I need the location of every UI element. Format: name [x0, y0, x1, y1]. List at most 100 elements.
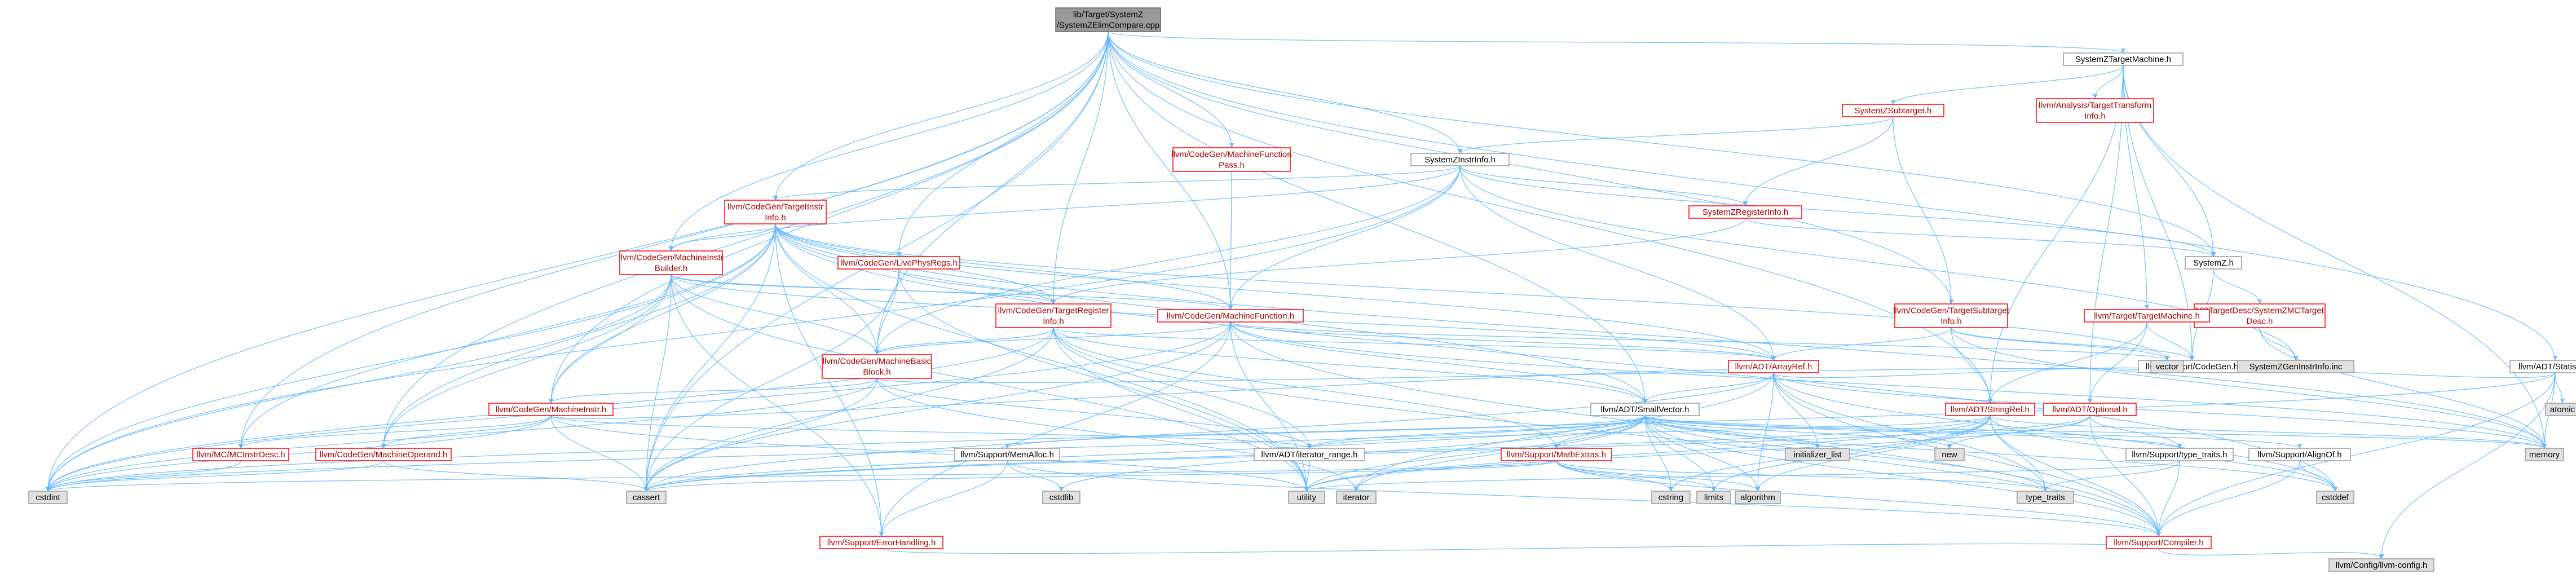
node-label: utility	[1297, 493, 1317, 502]
node-cstdint[interactable]: cstdint	[28, 491, 68, 504]
node-MachineOperand[interactable]: llvm/CodeGen/MachineOperand.h	[315, 448, 452, 461]
edge-MachineInstr-to-cassert	[550, 415, 649, 492]
edge-SmallVector-to-initializer_list	[1644, 415, 1820, 449]
edge-TargetRegisterInfo-to-iterator_range	[1053, 327, 1312, 449]
edge-ErrorHandling-to-Compiler	[881, 543, 2161, 554]
node-box	[2125, 448, 2234, 461]
node-SmallVector[interactable]: llvm/ADT/SmallVector.h	[1590, 403, 1700, 416]
node-cstring[interactable]: cstring	[1651, 491, 1691, 504]
edge-SystemZRegisterInfo-to-SystemZ	[1745, 218, 2216, 257]
edge-Optional-to-type_traits_h	[2089, 415, 2182, 449]
node-llvm_config[interactable]: llvm/Config/llvm-config.h	[2328, 558, 2434, 572]
node-type_traits[interactable]: type_traits	[2017, 491, 2074, 504]
node-limits[interactable]: limits	[1696, 491, 1731, 504]
node-box	[2316, 491, 2354, 504]
edge-root-to-TargetInstrInfo	[773, 31, 1109, 201]
node-atomic[interactable]: atomic	[2545, 403, 2576, 416]
edge-ArrayRef-to-iterator	[1353, 372, 1774, 492]
node-label: lib/Target/SystemZ	[1073, 10, 1143, 20]
node-label: type_traits	[2026, 493, 2065, 502]
node-box	[1842, 104, 1944, 117]
node-MathExtras[interactable]: llvm/Support/MathExtras.h	[1501, 448, 1612, 461]
node-label: cstdlib	[1049, 493, 1074, 502]
edge-TargetInstrInfo-to-MCInstrDesc	[238, 223, 776, 449]
node-box	[995, 303, 1111, 328]
node-MachineFunction[interactable]: llvm/CodeGen/MachineFunction.h	[1157, 309, 1304, 323]
node-label: llvm/Support/AlignOf.h	[2257, 450, 2341, 460]
edge-TargetInstrInfo-to-MachineBasicBlock	[775, 223, 880, 355]
node-MemAlloc[interactable]: llvm/Support/MemAlloc.h	[954, 448, 1060, 461]
edge-root-to-LivePhysRegs	[896, 31, 1109, 257]
node-cstddef[interactable]: cstddef	[2316, 491, 2354, 504]
edge-SmallVector-to-AlignOf	[1644, 415, 2302, 449]
node-algorithm[interactable]: algorithm	[1735, 491, 1781, 504]
node-ErrorHandling[interactable]: llvm/Support/ErrorHandling.h	[819, 536, 943, 549]
edge-TargetInstrInfo-to-ArrayRef	[775, 223, 1776, 361]
node-label: llvm/Support/ErrorHandling.h	[827, 538, 936, 548]
edge-MachineFunction-to-ErrorHandling	[879, 321, 1231, 537]
node-cassert[interactable]: cassert	[626, 491, 667, 504]
node-root[interactable]: lib/Target/SystemZ/SystemZElimCompare.cp…	[1055, 7, 1161, 32]
node-GenInstrInfoInc[interactable]: SystemZGenInstrInfo.inc	[2237, 360, 2354, 373]
edge-root-to-MachineOperand	[381, 31, 1109, 449]
edge-TargetSubtargetInfo-to-SupportCodeGen	[1951, 327, 2195, 361]
node-AlignOf[interactable]: llvm/Support/AlignOf.h	[2248, 448, 2351, 461]
node-cstdlib[interactable]: cstdlib	[1042, 491, 1080, 504]
edge-SmallVector-to-cstdint	[45, 415, 1646, 492]
node-label: SystemZ.h	[2193, 258, 2234, 268]
node-ArrayRef[interactable]: llvm/ADT/ArrayRef.h	[1728, 360, 1819, 373]
node-LivePhysRegs[interactable]: llvm/CodeGen/LivePhysRegs.h	[837, 256, 960, 270]
edge-Optional-to-utility	[1304, 415, 2090, 492]
edge-TargetInstrInfo-to-MachineOperand	[381, 223, 776, 449]
edge-LivePhysRegs-to-TargetRegisterInfo	[898, 268, 1056, 305]
node-box	[2328, 558, 2434, 572]
node-box	[1055, 7, 1161, 32]
node-label: llvm/ADT/iterator_range.h	[1261, 450, 1358, 460]
node-SystemZInstrInfo[interactable]: SystemZInstrInfo.h	[1410, 153, 1510, 166]
node-SystemZ[interactable]: SystemZ.h	[2185, 256, 2242, 270]
node-label: initializer_list	[1793, 450, 1842, 460]
node-Statistic[interactable]: llvm/ADT/Statistic.h	[2509, 360, 2576, 373]
edge-Statistic-to-atomic	[2555, 372, 2565, 404]
edge-MachineInstrBuilder-to-cstdint	[45, 274, 672, 492]
node-SystemZTargetMachine[interactable]: SystemZTargetMachine.h	[2063, 52, 2184, 66]
node-box	[819, 536, 943, 549]
node-new[interactable]: new	[1934, 448, 1965, 461]
node-MCInstrDesc[interactable]: llvm/MC/MCInstrDesc.h	[192, 448, 289, 461]
node-label: Info.h	[765, 213, 786, 223]
node-type_traits_h[interactable]: llvm/Support/type_traits.h	[2125, 448, 2234, 461]
node-SystemZRegisterInfo[interactable]: SystemZRegisterInfo.h	[1688, 205, 1802, 219]
node-Compiler[interactable]: llvm/Support/Compiler.h	[2106, 536, 2212, 549]
node-box	[488, 403, 614, 416]
node-box	[2106, 536, 2212, 549]
edge-type_traits_h-to-Compiler	[2156, 460, 2180, 537]
edge-SmallVector-to-MemAlloc	[1004, 415, 1646, 449]
node-TargetMachine[interactable]: llvm/Target/TargetMachine.h	[2084, 309, 2210, 323]
node-StringRef[interactable]: llvm/ADT/StringRef.h	[1945, 403, 2035, 416]
node-SystemZSubtarget[interactable]: SystemZSubtarget.h	[1842, 104, 1944, 117]
nodes-layer: lib/Target/SystemZ/SystemZElimCompare.cp…	[28, 7, 2576, 572]
edge-TargetInstrInfo-to-cstddef	[775, 223, 2338, 492]
node-label: llvm/CodeGen/MachineFunction	[1171, 150, 1291, 160]
edge-MCTargetDesc-to-memory	[2259, 327, 2547, 449]
node-iterator[interactable]: iterator	[1336, 491, 1377, 504]
node-utility[interactable]: utility	[1288, 491, 1325, 504]
node-box	[1336, 491, 1377, 504]
node-iterator_range[interactable]: llvm/ADT/iterator_range.h	[1254, 448, 1365, 461]
node-Optional[interactable]: llvm/ADT/Optional.h	[2043, 403, 2137, 416]
node-memory[interactable]: memory	[2525, 448, 2564, 461]
node-MachineInstr[interactable]: llvm/CodeGen/MachineInstr.h	[488, 403, 614, 416]
node-vector[interactable]: vector	[2150, 360, 2184, 373]
node-initializer_list[interactable]: initializer_list	[1785, 448, 1850, 461]
node-label: llvm/ADT/StringRef.h	[1951, 405, 2030, 414]
node-box	[2237, 360, 2354, 373]
